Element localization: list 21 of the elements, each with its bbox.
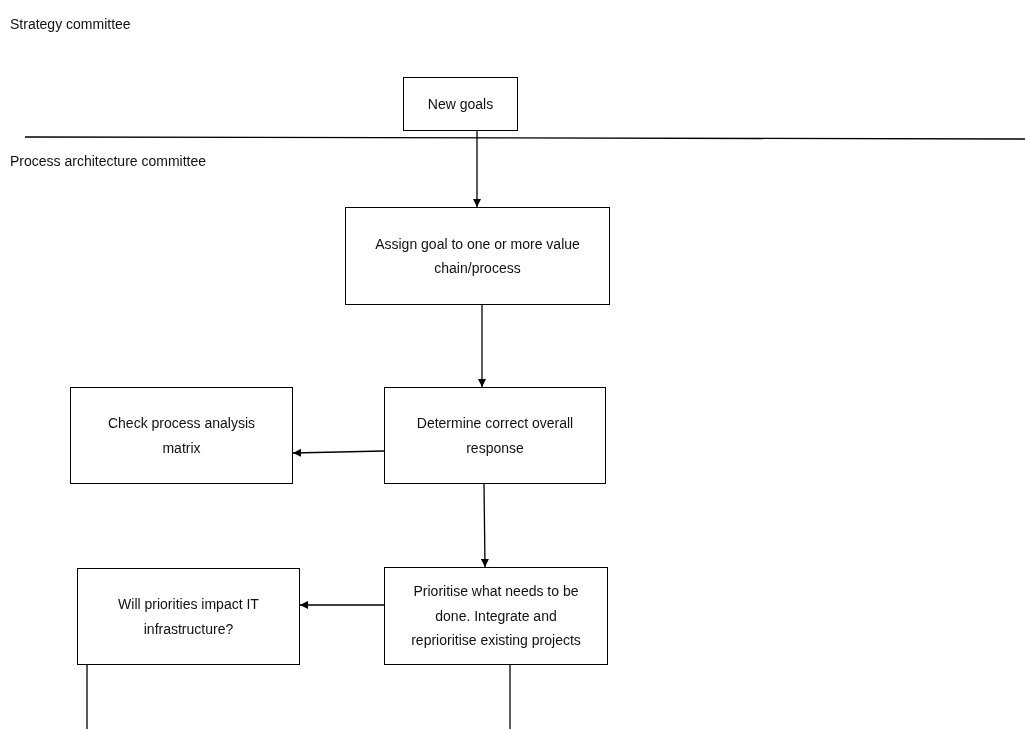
process-box bbox=[403, 77, 518, 131]
process-box bbox=[345, 207, 610, 305]
box-text: Determine correct overall response bbox=[415, 414, 575, 458]
lane-label: Process architecture committee bbox=[10, 152, 208, 171]
arrow bbox=[480, 483, 489, 568]
box-text: Check process analysis matrix bbox=[106, 414, 257, 458]
box-text: New goals bbox=[427, 94, 494, 114]
arrow bbox=[478, 304, 486, 388]
arrow bbox=[292, 448, 385, 457]
connector-line bbox=[509, 664, 511, 729]
process-box bbox=[384, 567, 608, 665]
process-box bbox=[384, 387, 606, 484]
process-box bbox=[77, 568, 300, 665]
process-box bbox=[70, 387, 293, 484]
box-text: Assign goal to one or more value chain/process bbox=[374, 234, 581, 278]
arrow bbox=[473, 130, 481, 208]
lane-label: Strategy committee bbox=[10, 15, 132, 34]
box-text: Prioritise what needs to be done. Integrate and reprioritise existing projects bbox=[410, 582, 582, 651]
connector-line bbox=[86, 664, 88, 729]
arrow bbox=[299, 601, 385, 609]
box-text: Will priorities impact IT infrastructure? bbox=[117, 595, 260, 639]
